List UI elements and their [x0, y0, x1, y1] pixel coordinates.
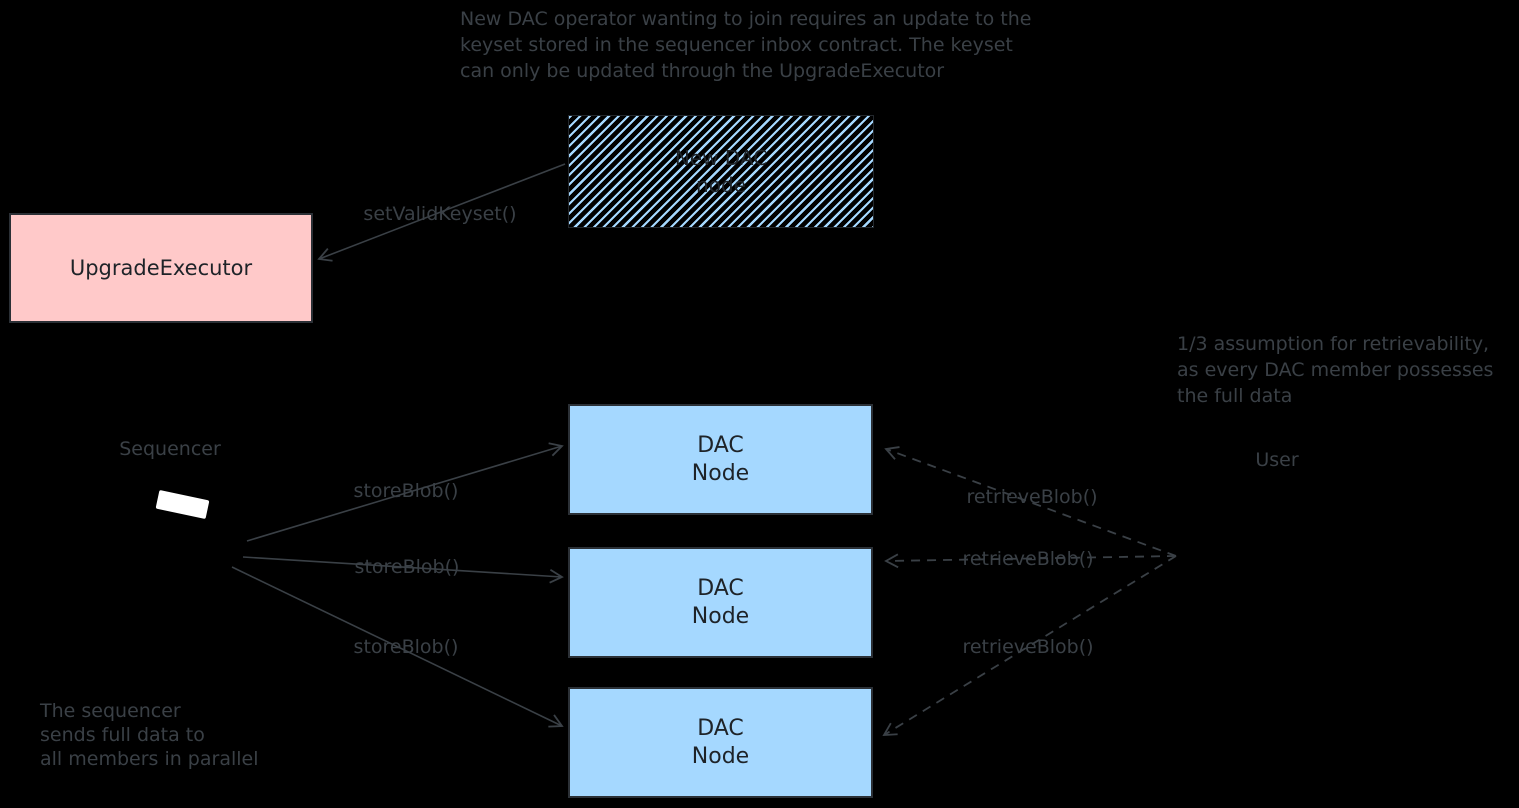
upgrade-executor-label: UpgradeExecutor: [69, 256, 253, 280]
user-label: User: [1255, 449, 1299, 471]
top-note-line: keyset stored in the sequencer inbox con…: [460, 34, 1013, 56]
dac-node-label: DAC: [697, 432, 744, 458]
new-dac-node-box: New DAC node: [568, 115, 874, 228]
bottom-note-line: sends full data to: [40, 724, 205, 746]
bottom-note: The sequencer sends full data to all mem…: [40, 699, 259, 771]
dac-node-label: Node: [691, 603, 750, 629]
assumption-note-line: 1/3 assumption for retrievability,: [1177, 333, 1490, 355]
new-dac-node-label: New DAC: [674, 145, 768, 170]
dac-node-label: Node: [691, 743, 750, 769]
storeblob-label-2: storeBlob(): [354, 556, 460, 578]
sequencer-label: Sequencer: [119, 438, 221, 460]
top-note: New DAC operator wanting to join require…: [460, 6, 1031, 84]
assumption-note-line: the full data: [1177, 385, 1293, 407]
top-note-line: New DAC operator wanting to join require…: [460, 8, 1032, 30]
storeblob-label-3: storeBlob(): [353, 636, 459, 658]
retrieveblob-label-1: retrieveBlob(): [966, 486, 1098, 508]
dac-node-label: Node: [691, 460, 750, 486]
dac-node-box-2: DAC Node: [568, 547, 873, 658]
dac-node-label: DAC: [697, 575, 744, 601]
bottom-note-line: The sequencer: [40, 700, 181, 722]
storeblob-arrow-2: [242, 556, 564, 584]
dac-node-box-3: DAC Node: [568, 687, 873, 798]
top-note-line: can only be updated through the UpgradeE…: [460, 60, 945, 82]
bottom-note-line: all members in parallel: [40, 748, 259, 770]
setvalidkeyset-arrow: [317, 163, 566, 262]
storeblob-arrow-3: [231, 566, 564, 728]
retrieveblob-label-3: retrieveBlob(): [962, 636, 1094, 658]
upgrade-executor-box: UpgradeExecutor: [9, 213, 313, 323]
storeblob-arrow-1: [246, 442, 564, 542]
retrieveblob-arrow-1: [884, 446, 1177, 557]
retrieveblob-label-2: retrieveBlob(): [962, 548, 1094, 570]
assumption-note-line: as every DAC member possesses: [1177, 359, 1494, 381]
assumption-note: 1/3 assumption for retrievability, as ev…: [1177, 331, 1493, 409]
storeblob-label-1: storeBlob(): [353, 480, 459, 502]
setvalidkeyset-label: setValidKeyset(): [363, 203, 517, 225]
retrieveblob-arrow-2: [884, 553, 1177, 569]
dac-node-box-1: DAC Node: [568, 404, 873, 515]
new-dac-node-label: node: [696, 172, 746, 197]
dac-node-label: DAC: [697, 715, 744, 741]
